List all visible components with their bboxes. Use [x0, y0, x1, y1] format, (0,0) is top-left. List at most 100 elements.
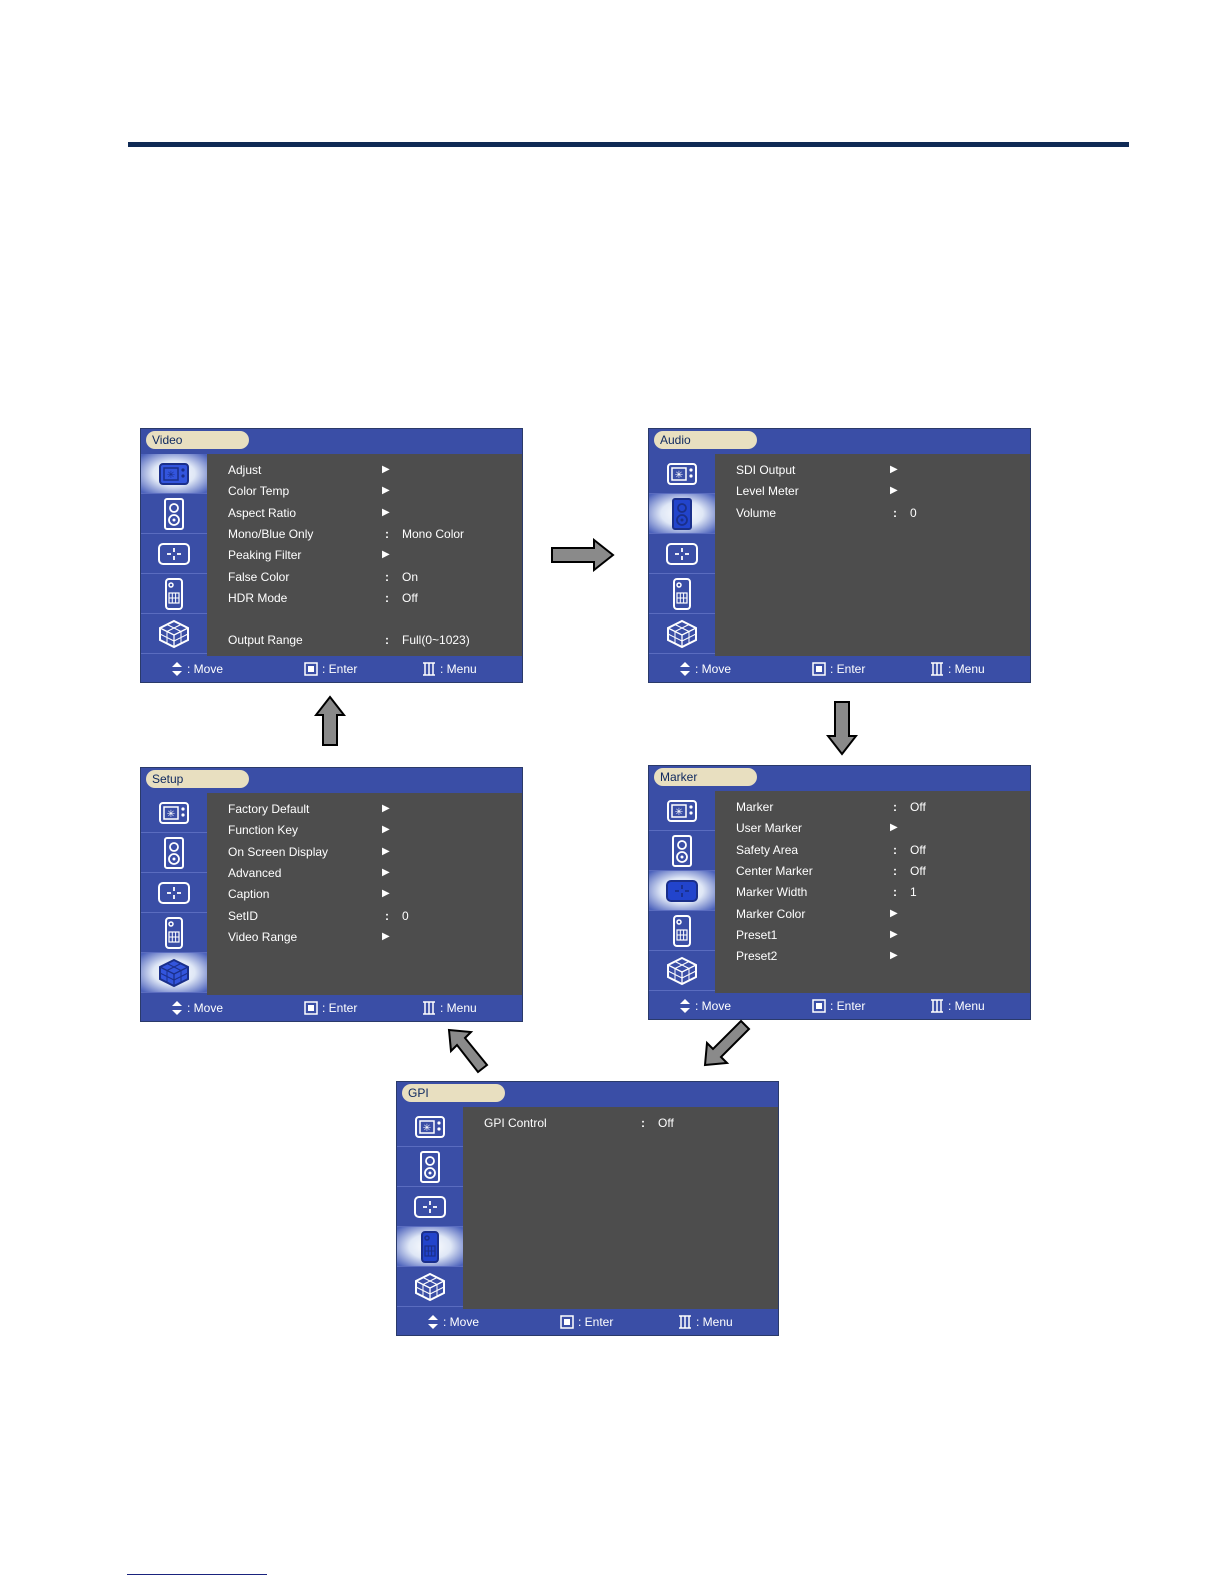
sidebar-item-crosshair[interactable]	[649, 534, 715, 574]
updown-icon	[427, 1315, 443, 1329]
footer-enter-hint: : Enter	[560, 1315, 613, 1329]
menu-header: Video	[141, 429, 522, 454]
remote-icon	[672, 914, 692, 948]
footer-menu-hint: : Menu	[930, 999, 985, 1013]
sidebar-item-picture[interactable]: ✳	[141, 454, 207, 494]
value-separator: :	[893, 863, 897, 878]
sidebar-item-remote[interactable]	[141, 574, 207, 614]
sidebar-item-speaker[interactable]	[141, 494, 207, 534]
menu-items: Adjust▶Color Temp▶Aspect Ratio▶Mono/Blue…	[216, 454, 522, 656]
svg-text:✳: ✳	[167, 470, 175, 481]
crosshair-icon	[157, 542, 191, 566]
footer-hint-label: : Enter	[322, 1001, 358, 1015]
svg-text:✳: ✳	[423, 1123, 431, 1134]
arrow-right-icon	[551, 538, 615, 572]
sidebar-item-remote[interactable]	[397, 1227, 463, 1267]
enter-icon	[560, 1315, 578, 1329]
menu-title-tab: Setup	[146, 770, 249, 788]
menu-item-label: SetID	[228, 908, 259, 923]
remote-icon	[164, 577, 184, 611]
footer-hint-label: : Menu	[440, 1001, 477, 1015]
footer-enter-hint: : Enter	[812, 662, 865, 676]
menu-icon	[930, 999, 948, 1013]
submenu-arrow-icon: ▶	[890, 464, 898, 475]
sidebar-item-speaker[interactable]	[649, 831, 715, 871]
sidebar-item-remote[interactable]	[141, 913, 207, 953]
sidebar-item-picture[interactable]: ✳	[649, 791, 715, 831]
audio-menu-screen: Audio ✳ SDI Output▶Level Meter▶Volume:0 …	[648, 428, 1031, 683]
menu-title-tab: Marker	[654, 768, 757, 786]
menu-item-value: 1	[910, 885, 917, 900]
gpi-menu-screen: GPI ✳ GPI Control:Off : Move: Enter: Men…	[396, 1081, 779, 1336]
crosshair-icon	[665, 879, 699, 903]
menu-item-value: Off	[910, 842, 926, 857]
submenu-arrow-icon: ▶	[382, 485, 390, 497]
sidebar-item-speaker[interactable]	[649, 494, 715, 534]
menu-item-value: 0	[910, 505, 917, 520]
menu-item-value: 0	[402, 908, 409, 923]
footer-move-hint: : Move	[171, 1001, 223, 1015]
arrow-up-icon	[314, 695, 346, 746]
sidebar-item-picture[interactable]: ✳	[397, 1107, 463, 1147]
menu-item-label: On Screen Display	[228, 844, 329, 859]
menu-items: SDI Output▶Level Meter▶Volume:0	[724, 454, 1030, 656]
footer-hint-label: : Enter	[830, 662, 866, 676]
crosshair-icon	[157, 881, 191, 905]
value-separator: :	[641, 1116, 645, 1130]
menu-header: Setup	[141, 768, 522, 793]
sidebar-item-crosshair[interactable]	[141, 873, 207, 913]
menu-item-label: HDR Mode	[228, 590, 288, 605]
submenu-arrow-icon: ▶	[382, 930, 390, 942]
sidebar-item-speaker[interactable]	[141, 833, 207, 873]
submenu-arrow-icon: ▶	[382, 866, 390, 878]
enter-icon	[304, 1001, 322, 1015]
menu-icon	[422, 662, 440, 676]
footer-hint-label: : Move	[443, 1315, 480, 1329]
menu-title-tab: GPI	[402, 1084, 505, 1102]
sidebar-item-speaker[interactable]	[397, 1147, 463, 1187]
arrow-down-icon	[826, 701, 858, 756]
picture-icon: ✳	[666, 462, 698, 486]
sidebar-item-remote[interactable]	[649, 911, 715, 951]
picture-icon: ✳	[414, 1115, 446, 1139]
menu-header: Audio	[649, 429, 1030, 454]
submenu-arrow-icon: ▶	[890, 822, 898, 834]
footer-hint-label: : Enter	[578, 1315, 614, 1329]
sidebar-item-picture[interactable]: ✳	[649, 454, 715, 494]
menu-items: Factory Default▶Function Key▶On Screen D…	[216, 793, 522, 995]
footer-menu-hint: : Menu	[930, 662, 985, 676]
enter-icon	[304, 662, 322, 676]
sidebar-item-picture[interactable]: ✳	[141, 793, 207, 833]
menu-sidebar: ✳	[649, 454, 715, 656]
arrow-down-left-icon	[703, 1019, 751, 1067]
menu-item-label: Marker Color	[736, 906, 806, 921]
menu-title-tab: Audio	[654, 431, 757, 449]
sidebar-item-crosshair[interactable]	[649, 871, 715, 911]
sidebar-item-cube[interactable]	[649, 614, 715, 654]
menu-item-label: Preset2	[736, 949, 778, 964]
value-separator: :	[893, 800, 897, 814]
footer-enter-hint: : Enter	[812, 999, 865, 1013]
setup-menu-screen: Setup ✳ Factory Default▶Function Key▶On …	[140, 767, 523, 1022]
menu-sidebar: ✳	[649, 791, 715, 993]
submenu-arrow-icon: ▶	[382, 803, 390, 814]
submenu-arrow-icon: ▶	[382, 464, 390, 475]
menu-item-label: Advanced	[228, 865, 282, 880]
menu-item-label: Mono/Blue Only	[228, 526, 314, 541]
sidebar-item-cube[interactable]	[649, 951, 715, 991]
submenu-arrow-icon: ▶	[382, 824, 390, 836]
updown-icon	[679, 662, 695, 676]
sidebar-item-cube[interactable]	[141, 953, 207, 993]
menu-item-label: Safety Area	[736, 842, 799, 857]
sidebar-item-cube[interactable]	[141, 614, 207, 654]
sidebar-item-remote[interactable]	[649, 574, 715, 614]
menu-item-label: Color Temp	[228, 484, 290, 499]
menu-item-label: Level Meter	[736, 484, 799, 499]
menu-item-value: Off	[402, 590, 418, 605]
sidebar-item-cube[interactable]	[397, 1267, 463, 1307]
footer-hint-label: : Enter	[322, 662, 358, 676]
sidebar-item-crosshair[interactable]	[141, 534, 207, 574]
sidebar-item-crosshair[interactable]	[397, 1187, 463, 1227]
menu-item-label: Adjust	[228, 463, 262, 477]
